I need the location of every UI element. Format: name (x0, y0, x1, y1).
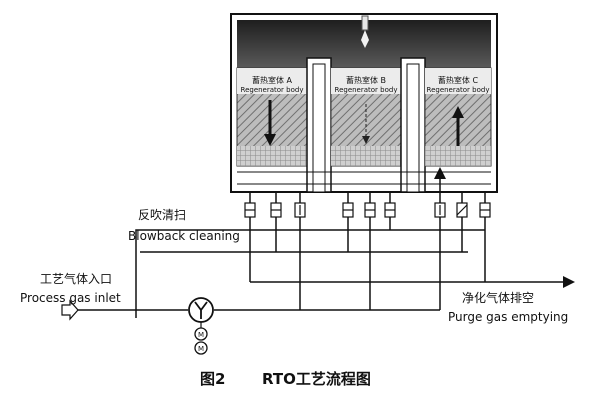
valve-b2-icon (364, 202, 376, 218)
inlet-label-en: Process gas inlet (20, 291, 121, 305)
inlet-arrow-icon (61, 299, 79, 321)
chamber-c-label-cn: 蓄热室体 C (438, 75, 479, 85)
figure-title: RTO工艺流程图 (262, 370, 371, 388)
flow-arrow-dashed-icon (362, 104, 370, 144)
chamber-b-label-en: Regenerator body (335, 86, 398, 94)
regenerator-chamber-a: 蓄热室体 A Regenerator body (236, 67, 308, 167)
valve-c2-icon (456, 202, 468, 218)
blowback-pipe (135, 229, 485, 318)
valve-b1-icon (342, 202, 354, 218)
chamber-divider-inner (406, 63, 420, 193)
purge-label-cn: 净化气体排空 (462, 290, 534, 305)
valve-a1-icon (244, 202, 256, 218)
svg-text:M: M (198, 345, 204, 353)
blowback-label-cn: 反吹清扫 (138, 208, 186, 222)
chamber-b-label-cn: 蓄热室体 B (346, 75, 386, 85)
chamber-a-label-en: Regenerator body (241, 86, 304, 94)
valve-b3-icon (384, 202, 396, 218)
burner-icon (361, 15, 369, 48)
flow-arrow-down-icon (264, 100, 276, 146)
valve-a3-icon (294, 202, 306, 218)
chamber-divider-inner (312, 63, 326, 193)
valve-c1-icon (434, 202, 446, 218)
chamber-c-label-en: Regenerator body (427, 86, 490, 94)
regenerator-chamber-c: 蓄热室体 C Regenerator body (424, 67, 492, 167)
blowback-label-en: Blowback cleaning (128, 229, 240, 243)
figure-number: 图2 (200, 370, 225, 388)
valve-a2-icon (270, 202, 282, 218)
regenerator-chamber-b: 蓄热室体 B Regenerator body (330, 67, 402, 167)
fan-icon (188, 297, 214, 323)
inlet-label-cn: 工艺气体入口 (40, 271, 112, 286)
motor-icon: M M (194, 327, 208, 355)
valve-c3-icon (479, 202, 491, 218)
chamber-a-label-cn: 蓄热室体 A (252, 75, 293, 85)
flow-arrow-up-icon (452, 106, 464, 146)
purge-label-en: Purge gas emptying (448, 310, 568, 324)
svg-text:M: M (198, 331, 204, 339)
